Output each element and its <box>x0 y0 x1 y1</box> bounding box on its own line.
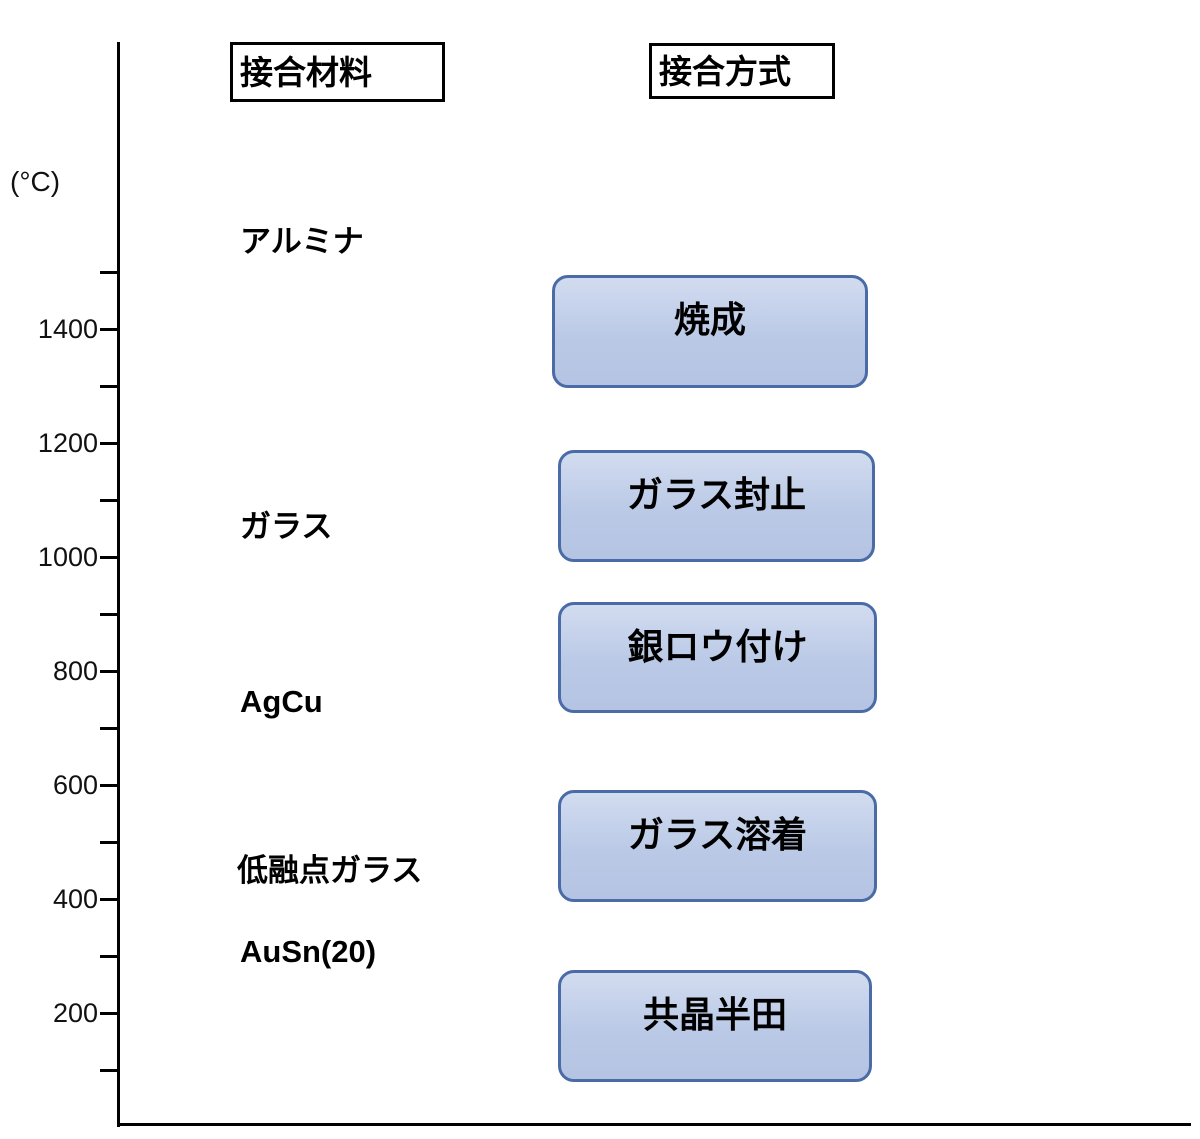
axis-tick-300 <box>100 955 119 958</box>
material-label-glass: ガラス <box>240 509 333 544</box>
axis-unit-label: (°C) <box>10 166 61 197</box>
axis-tick-1400 <box>100 328 119 331</box>
axis-tick-label: 1400 <box>37 314 98 344</box>
material-label-alumina: アルミナ <box>240 224 364 259</box>
axis-tick-700 <box>100 727 119 730</box>
method-box-eutectic-solder: 共晶半田 <box>558 970 872 1082</box>
axis-tick-1100 <box>100 499 119 502</box>
method-box-firing: 焼成 <box>552 275 868 388</box>
axis-tick-900 <box>100 613 119 616</box>
method-box-glass-welding: ガラス溶着 <box>558 790 877 902</box>
axis-tick-200 <box>100 1012 119 1015</box>
method-box-label: 焼成 <box>673 299 746 340</box>
column-header-materials-label: 接合材料 <box>240 53 372 91</box>
axis-tick-label: 800 <box>52 656 98 686</box>
method-box-silver-brazing: 銀ロウ付け <box>558 602 877 713</box>
method-box-label: ガラス封止 <box>626 474 807 515</box>
column-header-materials-box: 接合材料 <box>230 42 445 102</box>
method-box-glass-sealing: ガラス封止 <box>558 450 875 562</box>
axis-tick-label: 1000 <box>37 542 98 572</box>
axis-tick-label: 200 <box>52 998 98 1028</box>
material-label-agcu: AgCu <box>240 684 323 719</box>
axis-tick-100 <box>100 1069 119 1072</box>
axis-tick-500 <box>100 841 119 844</box>
axis-tick-1500 <box>100 271 119 274</box>
axis-tick-label: 600 <box>52 770 98 800</box>
column-header-methods-box: 接合方式 <box>649 43 835 99</box>
x-axis-line <box>117 1123 1191 1126</box>
axis-tick-1000 <box>100 556 119 559</box>
axis-tick-400 <box>100 898 119 901</box>
axis-tick-1200 <box>100 442 119 445</box>
axis-tick-label: 1200 <box>37 428 98 458</box>
axis-tick-600 <box>100 784 119 787</box>
method-box-label: ガラス溶着 <box>627 814 808 855</box>
axis-tick-label: 400 <box>52 884 98 914</box>
method-box-label: 共晶半田 <box>642 994 787 1035</box>
material-label-low-melting-glass: 低融点ガラス <box>237 853 423 888</box>
axis-tick-800 <box>100 670 119 673</box>
axis-tick-1300 <box>100 385 119 388</box>
column-header-methods-label: 接合方式 <box>659 52 791 90</box>
material-label-ausn20: AuSn(20) <box>240 934 377 969</box>
method-box-label: 銀ロウ付け <box>627 626 808 667</box>
y-axis-line <box>117 42 120 1127</box>
